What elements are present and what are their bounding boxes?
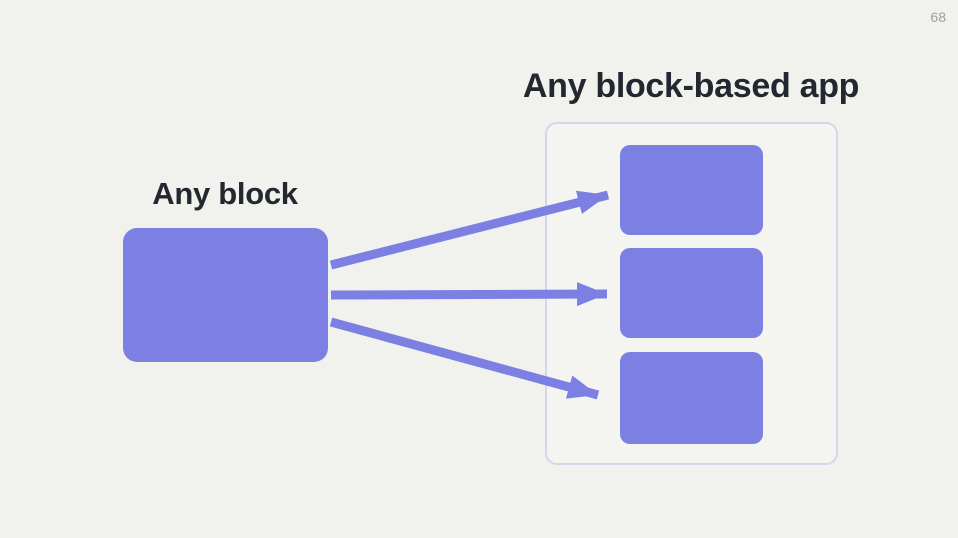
target-app-container [545,122,838,465]
target-app-label: Any block-based app [522,67,860,105]
source-block-label: Any block [152,176,298,211]
page-number: 68 [930,9,946,25]
source-block [123,228,328,362]
target-block-3 [620,352,763,444]
target-block-2 [620,248,763,338]
target-block-1 [620,145,763,235]
